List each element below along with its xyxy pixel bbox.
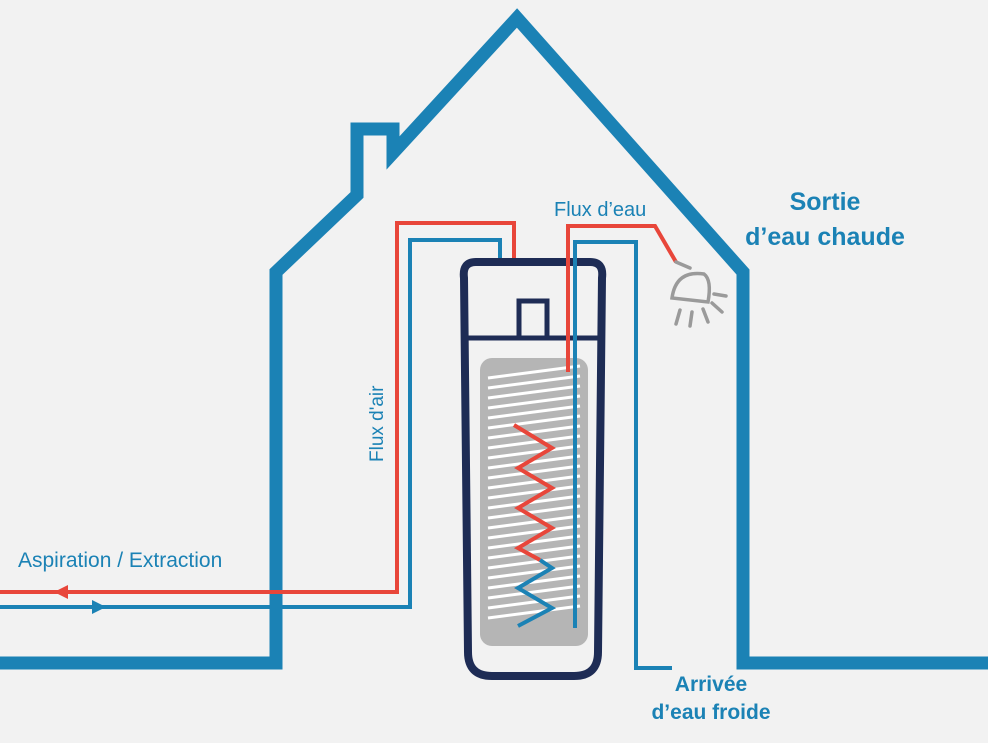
coil-hot [512, 423, 556, 562]
arrow-right-icon [92, 600, 106, 614]
air-flow-label: Flux d'air [367, 385, 388, 462]
cold-water-in-title-line2: d’eau froide [651, 701, 770, 724]
reservoir-hatching [487, 364, 581, 620]
hot-water-out-title-line2: d’eau chaude [745, 223, 905, 251]
house-outline [0, 8, 988, 670]
hot-water-out-title-line1: Sortie [790, 188, 861, 216]
water-flow-label: Flux d’eau [554, 199, 646, 221]
intake-exhaust-label: Aspiration / Extraction [18, 549, 222, 572]
hot-water-pipe [566, 224, 678, 372]
air-duct-exhaust-line [0, 221, 526, 594]
heat-pump-unit [516, 298, 550, 341]
arrow-left-icon [54, 585, 68, 599]
coil-cold [514, 558, 557, 628]
cold-water-in-title-line1: Arrivée [675, 673, 747, 696]
cold-water-pipe [573, 240, 672, 670]
shower-head-icon [670, 260, 728, 328]
